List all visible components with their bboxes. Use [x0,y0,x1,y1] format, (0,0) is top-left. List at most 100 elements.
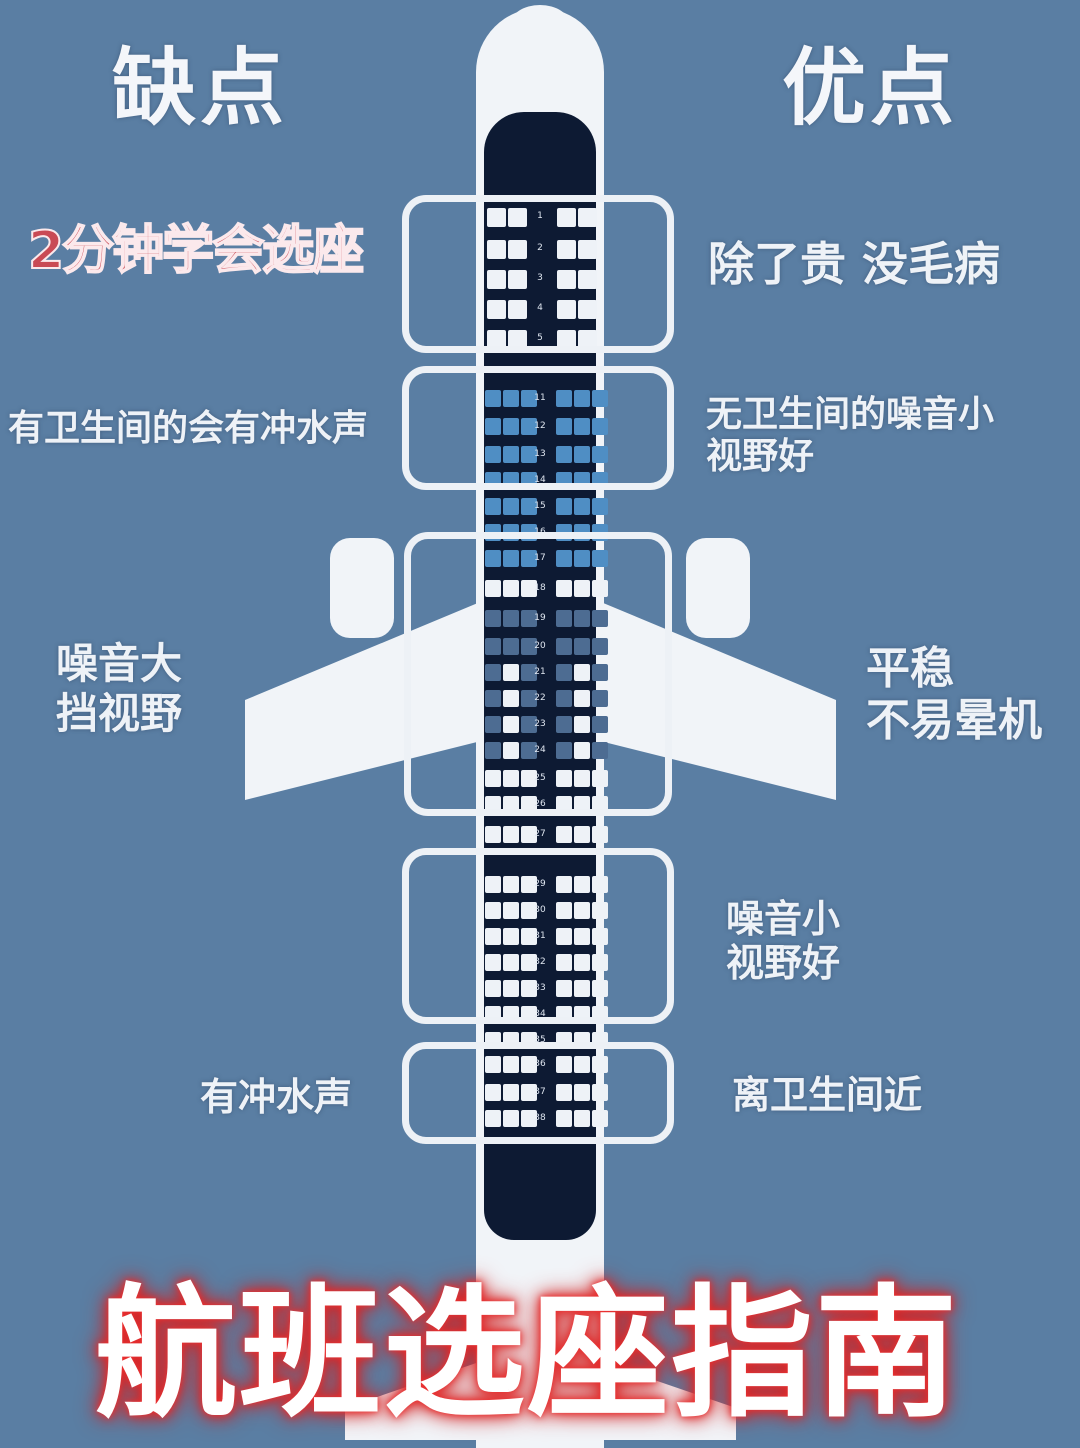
zone3-con-1: 噪音大 [56,639,183,688]
nose [510,5,570,45]
seat [574,418,590,435]
seat [574,980,590,997]
seat [574,770,590,787]
seat [521,1084,537,1101]
seat [521,876,537,893]
row-number: 23 [534,719,546,729]
seat [503,580,519,597]
row-number: 21 [534,667,546,677]
row-number: 3 [537,273,543,283]
seat [485,418,501,435]
seat [487,240,506,259]
seat [592,796,608,813]
seat [485,580,501,597]
seat [485,446,501,463]
seat [521,980,537,997]
seat [556,796,572,813]
seat [521,1056,537,1073]
row-number: 33 [534,983,546,993]
zone3-pro-1: 平稳 [866,643,954,694]
seat [503,796,519,813]
seat [592,826,608,843]
seat [574,826,590,843]
seat [574,664,590,681]
seat [592,928,608,945]
seat [574,928,590,945]
seat [503,690,519,707]
zone5-pro: 离卫生间近 [732,1073,923,1117]
seat [503,954,519,971]
seat [521,796,537,813]
seat [556,418,572,435]
row-number: 15 [534,501,546,511]
seat [503,664,519,681]
seat [556,928,572,945]
seat [556,980,572,997]
seat [592,902,608,919]
row-number: 22 [534,693,546,703]
seat [485,826,501,843]
seat [592,550,608,567]
seat [574,1084,590,1101]
seat [487,208,506,227]
row-number: 34 [534,1009,546,1019]
seat [487,300,506,319]
row-number: 20 [534,641,546,651]
row-number: 18 [534,583,546,593]
right-engine [686,538,750,638]
seat [556,1056,572,1073]
seat [485,664,501,681]
seat [574,954,590,971]
zone1-pro: 除了贵 没毛病 [708,237,1001,291]
seat [487,270,506,289]
seat [578,330,597,349]
zone4-pro-1: 噪音小 [726,897,841,941]
seat [508,330,527,349]
zone3-con-2: 挡视野 [56,689,183,738]
seat [485,690,501,707]
seat [503,1056,519,1073]
seat [503,980,519,997]
seat [592,690,608,707]
seat [574,550,590,567]
seat [485,1056,501,1073]
row-number: 30 [534,905,546,915]
seat [503,1084,519,1101]
seat [592,1110,608,1127]
seat [485,980,501,997]
seat [574,742,590,759]
seat [556,390,572,407]
seat [574,1110,590,1127]
seat [521,610,537,627]
seat [592,742,608,759]
seat [503,826,519,843]
seat [592,390,608,407]
row-number: 26 [534,799,546,809]
seat [574,796,590,813]
zone-box-front [402,366,674,490]
seat [521,690,537,707]
seat [574,1056,590,1073]
seat [592,580,608,597]
seat [503,716,519,733]
seat [508,240,527,259]
seat [485,954,501,971]
seat [503,770,519,787]
left-engine [330,538,394,638]
zone-box-first-class [402,195,674,353]
seat [485,610,501,627]
seat [485,638,501,655]
seat [485,876,501,893]
seat [521,418,537,435]
row-number: 14 [534,475,546,485]
seat [485,550,501,567]
seat [521,390,537,407]
seat [556,610,572,627]
seat [557,240,576,259]
seat [521,498,537,515]
seat [592,664,608,681]
seat [592,498,608,515]
seat [503,902,519,919]
seat [557,208,576,227]
seat [508,300,527,319]
